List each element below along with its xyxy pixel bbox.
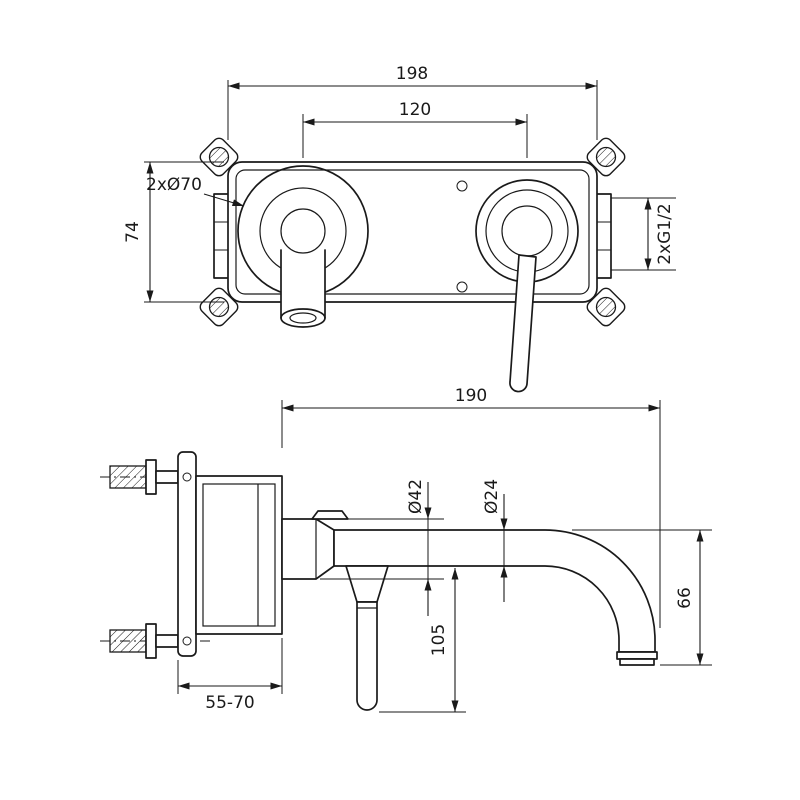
dim-190-label: 190 (455, 386, 487, 406)
dim-d24-label: Ø24 (482, 479, 502, 514)
side-view-dimensions: 190 Ø42 Ø24 105 66 55-70 (177, 386, 712, 713)
top-view: 198 120 2xØ70 74 2xG1/2 (123, 64, 676, 393)
spout-base-collar (281, 518, 335, 580)
cartridge-cap (311, 510, 349, 520)
body-screw-hole-bottom (456, 281, 468, 293)
aerator-tip (619, 658, 655, 666)
dim-66-label: 66 (675, 587, 695, 609)
wall-anchor-top (100, 459, 210, 495)
in-wall-body (195, 475, 283, 635)
plate-screw-bottom (182, 636, 192, 646)
spout-tube-bore (289, 312, 317, 324)
handle-side-view (345, 565, 389, 711)
spout-port-top-view (237, 165, 369, 328)
dim-74-label: 74 (123, 221, 143, 243)
dim-holes-leader (203, 193, 245, 207)
handle-lever-top-view (509, 254, 537, 393)
plate-screw-top (182, 472, 192, 482)
spout-body (333, 529, 656, 653)
valve-port-top-view (475, 179, 579, 393)
body-screw-hole-top (456, 180, 468, 192)
concealed-body-box-inner (235, 169, 590, 295)
dim-d42-label: Ø42 (406, 479, 426, 514)
wall-anchor-bottom (100, 623, 210, 659)
dim-depth-label: 55-70 (205, 693, 254, 713)
dim-thread-label: 2xG1/2 (655, 203, 675, 264)
aerator-ring (616, 651, 658, 660)
top-view-dimensions: 198 120 2xØ70 74 2xG1/2 (123, 64, 676, 303)
dim-120-label: 120 (399, 100, 431, 120)
wall-plate (177, 451, 197, 657)
spout-tube-end (280, 308, 326, 328)
handle-rod (356, 601, 378, 711)
dim-198-label: 198 (396, 64, 428, 84)
handle-hub (345, 565, 389, 603)
spout-tube-fill (281, 248, 325, 327)
spout-side-view (281, 510, 658, 666)
side-view: 190 Ø42 Ø24 105 66 55-70 (100, 386, 712, 713)
dim-105-label: 105 (429, 624, 449, 656)
dim-holes-label: 2xØ70 (146, 175, 202, 195)
